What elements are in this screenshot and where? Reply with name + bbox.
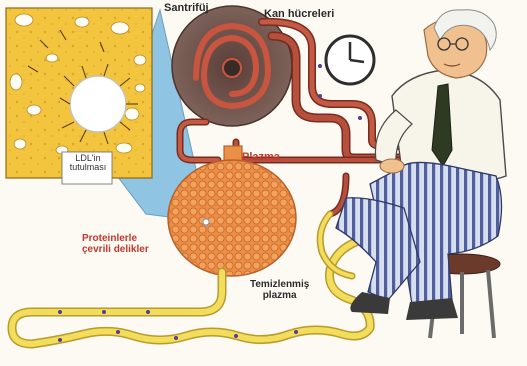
bead-sphere — [70, 76, 126, 132]
label-plasma: Plazma — [242, 152, 280, 164]
stool-leg — [488, 270, 494, 338]
column-body — [168, 160, 296, 276]
centrifuge-hub — [223, 59, 241, 77]
label-blood-cells: Kan hücreleri — [264, 9, 334, 21]
label-clean-line1: Temizlenmiş — [250, 280, 309, 291]
label-pores-line2: çevrili delikler — [82, 245, 149, 256]
ldl-caption: LDL'in tutulması — [64, 154, 112, 173]
magnifier-target — [203, 219, 209, 225]
label-centrifuge: Santrifüj — [164, 3, 209, 15]
clock-icon — [326, 36, 374, 84]
pores-caption: Proteinlerle çevrili delikler — [82, 234, 149, 255]
label-pores-line1: Proteinlerle — [82, 234, 149, 245]
hand — [380, 159, 404, 173]
label-clean-line2: plazma — [250, 291, 309, 302]
label-ldl-line2: tutulması — [64, 163, 112, 172]
clean-plasma-caption: Temizlenmiş plazma — [250, 280, 309, 301]
